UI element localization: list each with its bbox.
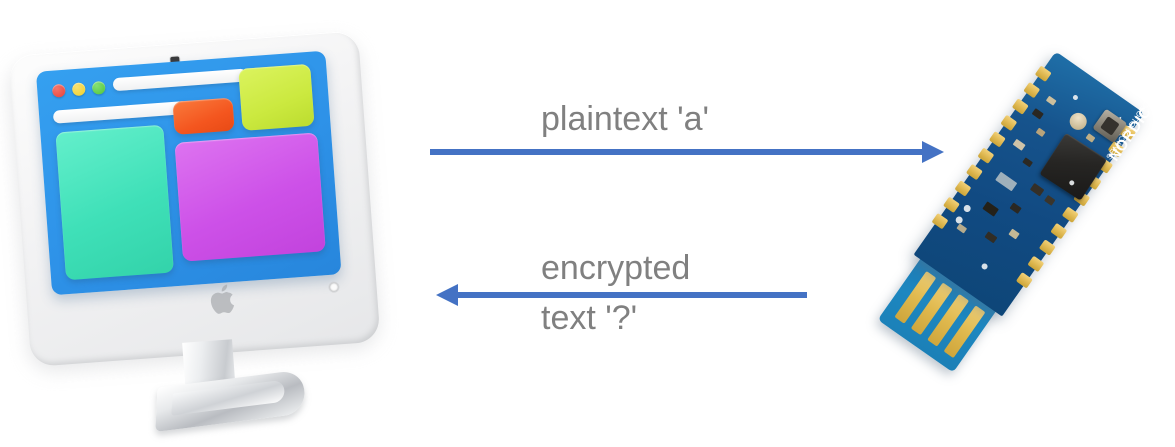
lime-panel[interactable] <box>238 63 315 131</box>
arrow-encrypted-head <box>436 284 458 306</box>
edge-pad <box>1023 81 1041 99</box>
smd-component <box>1022 157 1034 168</box>
edge-pad <box>1000 114 1018 132</box>
minimize-button[interactable] <box>71 82 86 97</box>
edge-pad <box>1038 239 1056 256</box>
smd-component <box>1045 95 1057 106</box>
main-mcu-chip <box>1039 132 1108 201</box>
edge-pad <box>942 196 960 214</box>
nordic-dongle: 400250 <box>862 51 1162 373</box>
edge-pad <box>988 131 1006 148</box>
edge-pad <box>931 212 949 230</box>
apple-logo-icon <box>210 284 235 314</box>
edge-pad <box>1061 206 1079 223</box>
label-encrypted-line1: encrypted <box>541 249 691 287</box>
close-button[interactable] <box>51 83 66 98</box>
desktop-computer <box>0 23 408 440</box>
edge-pad <box>1011 98 1029 115</box>
edge-pad <box>977 147 995 164</box>
reset-button-cap <box>1100 116 1120 136</box>
smd-component <box>1009 202 1022 214</box>
label-plaintext: plaintext 'a' <box>541 100 709 138</box>
smd-component <box>1029 182 1045 197</box>
teal-panel[interactable] <box>55 124 174 281</box>
smd-component <box>1085 133 1096 143</box>
edge-pad <box>965 163 983 181</box>
smd-component <box>1031 108 1044 120</box>
inductor-component <box>1066 109 1091 134</box>
magenta-panel[interactable] <box>174 132 326 262</box>
smd-component <box>956 223 968 234</box>
arrow-plaintext-head <box>922 141 944 163</box>
via-hole <box>980 262 989 271</box>
smd-component <box>984 231 998 244</box>
label-encrypted-line2: text '?' <box>541 299 638 337</box>
pcb-body: NORDIC SEMICONDUCTOR <box>913 51 1155 317</box>
smd-component <box>1035 127 1046 138</box>
toolbar-bar-below[interactable] <box>52 100 190 124</box>
smd-component <box>1008 228 1020 240</box>
smd-component <box>1012 138 1026 151</box>
via-hole <box>1071 94 1079 101</box>
arrow-plaintext-line <box>430 149 924 155</box>
smd-component <box>982 201 999 217</box>
edge-pad <box>1034 65 1052 82</box>
zoom-button[interactable] <box>91 80 106 95</box>
toolbar-bar-top[interactable] <box>112 68 248 92</box>
via-hole <box>954 215 965 225</box>
dongle-board: 400250 <box>842 24 1175 398</box>
app-window[interactable] <box>35 50 342 296</box>
smd-component <box>1044 194 1056 206</box>
edge-pad <box>1027 255 1045 273</box>
arrow-encrypted-line <box>458 292 807 298</box>
edge-pad <box>1015 272 1033 289</box>
edge-pad <box>954 180 972 197</box>
smd-component <box>995 171 1018 192</box>
via-hole <box>962 203 973 214</box>
orange-panel[interactable] <box>172 97 235 135</box>
edge-pad <box>1050 222 1068 240</box>
